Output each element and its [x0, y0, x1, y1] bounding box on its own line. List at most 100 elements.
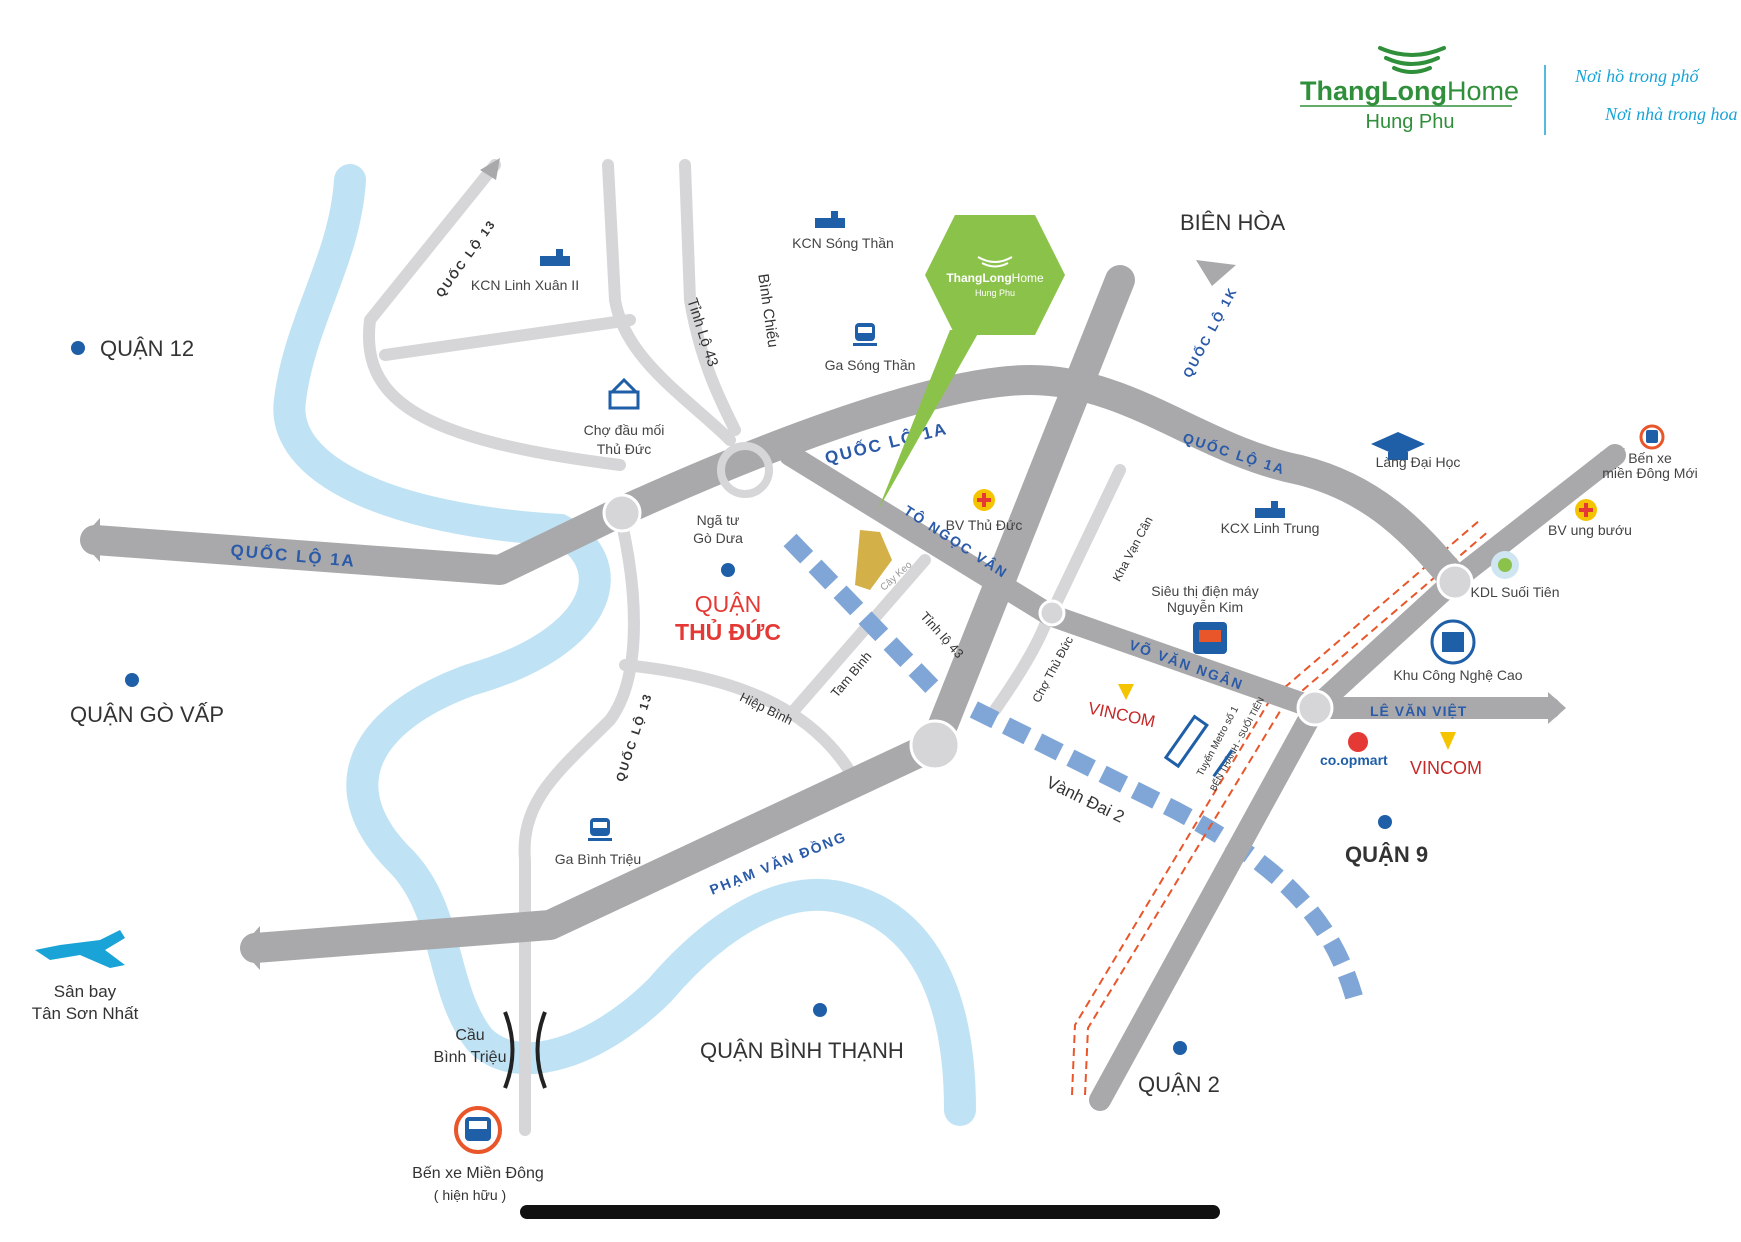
- road-kha-van-can: [1046, 464, 1126, 618]
- svg-text:Ngã tư: Ngã tư: [697, 512, 740, 528]
- district-quan-9: QUẬN 9: [1345, 815, 1428, 867]
- svg-text:VINCOM: VINCOM: [1410, 758, 1482, 778]
- svg-text:Bến xe: Bến xe: [1628, 450, 1672, 466]
- vincom-icon: [1440, 732, 1456, 750]
- svg-text:KCX Linh Trung: KCX Linh Trung: [1221, 520, 1320, 536]
- svg-text:( hiện hữu ): ( hiện hữu ): [434, 1187, 506, 1203]
- marker-pointer: [878, 330, 980, 510]
- poi-ga-binh-trieu: Ga Bình Triệu: [555, 818, 641, 867]
- park-icon: [1491, 551, 1519, 579]
- poi-cho-dau-moi: Chợ đầu mối Thủ Đức: [584, 377, 665, 457]
- marker-hexagon: [925, 215, 1065, 335]
- poi-kcn-song-than: KCN Sóng Thần: [792, 211, 894, 251]
- svg-text:Khu Công Nghệ Cao: Khu Công Nghệ Cao: [1393, 667, 1522, 683]
- arrow-ne: [1600, 448, 1625, 468]
- train-icon: [853, 323, 877, 346]
- poi-kcx-linh-trung: KCX Linh Trung: [1221, 501, 1320, 536]
- label-binh-chieu: Bình Chiểu: [754, 273, 781, 349]
- svg-text:BV Thủ Đức: BV Thủ Đức: [946, 517, 1023, 533]
- road-ql13-north: [363, 159, 626, 471]
- brand-slogan-2: Nơi nhà trong hoa: [1604, 104, 1737, 124]
- poi-cau-binh-trieu: Cầu Bình Triệu: [434, 1011, 547, 1089]
- poi-sieu-thi-nguyen-kim: Siêu thị điện máy Nguyễn Kim: [1151, 583, 1259, 654]
- airplane-icon: [35, 930, 125, 968]
- road-tinh-lo-43-north: [602, 159, 736, 446]
- poi-nga-tu-go-dua: Ngã tư Gò Dưa: [693, 512, 743, 546]
- poi-vincom-2: VINCOM: [1410, 732, 1482, 778]
- secondary-roads: [363, 159, 1126, 1136]
- svg-text:Bình Triệu: Bình Triệu: [434, 1049, 507, 1066]
- district-quan-thu-duc: QUẬN THỦ ĐỨC: [675, 563, 781, 645]
- svg-text:KCN Sóng Thần: KCN Sóng Thần: [792, 235, 894, 251]
- label-tinh-lo-43-north: Tỉnh Lộ 43: [683, 296, 721, 369]
- road-ql1a: [80, 365, 1470, 595]
- svg-text:Thủ Đức: Thủ Đức: [597, 441, 652, 457]
- poi-khu-cong-nghe-cao: Khu Công Nghệ Cao: [1393, 619, 1523, 683]
- district-quan-12: QUẬN 12: [71, 336, 194, 361]
- poi-ben-xe-mien-dong: Bến xe Miền Đông ( hiện hữu ): [412, 1106, 544, 1203]
- poi-vincom-1: VINCOM: [1086, 684, 1157, 732]
- svg-text:Siêu thị điện máy: Siêu thị điện máy: [1151, 583, 1258, 599]
- circuit-icon: [1430, 619, 1476, 665]
- label-le-van-viet: LÊ VĂN VIỆT: [1370, 702, 1467, 719]
- project-marker[interactable]: ThangLongHome Hung Phu: [878, 215, 1065, 510]
- road-tam-binh: [784, 554, 931, 721]
- bus-icon: [1639, 424, 1665, 450]
- node-ql13-ql1a: [602, 493, 642, 533]
- svg-text:VINCOM: VINCOM: [1086, 699, 1156, 732]
- arrow-west-ql1a: [80, 518, 100, 562]
- train-icon: [588, 818, 612, 841]
- svg-text:Gò Dưa: Gò Dưa: [693, 530, 743, 546]
- brand-leaf-icon: [1378, 46, 1446, 74]
- svg-text:QUẬN BÌNH THẠNH: QUẬN BÌNH THẠNH: [700, 1038, 904, 1063]
- marker-name: ThangLongHome: [946, 271, 1044, 285]
- node-kha-van-can: [1038, 599, 1066, 627]
- poi-kdl-suoi-tien: KDL Suối Tiên: [1471, 551, 1560, 600]
- svg-text:QUẬN 2: QUẬN 2: [1138, 1072, 1220, 1097]
- vincom-icon: [1118, 684, 1134, 700]
- brand-name: ThangLongHome: [1300, 76, 1519, 106]
- poi-coopmart: co.opmart: [1320, 732, 1388, 768]
- road-ql13-south: [518, 509, 640, 1136]
- main-roads: [80, 265, 1626, 1111]
- label-tinh-lo-43-south: Tỉnh lộ 43: [917, 609, 966, 661]
- road-to-bien-hoa-east: [1089, 444, 1626, 1111]
- node-le-van-viet: [1296, 689, 1334, 727]
- arrow-west-pvd: [240, 926, 260, 970]
- svg-text:BV ung bướu: BV ung bướu: [1548, 522, 1632, 538]
- arrow-bien-hoa: [1196, 260, 1236, 286]
- svg-text:miền Đông Mới: miền Đông Mới: [1602, 465, 1698, 481]
- brand-header: ThangLongHome Hung Phu Nơi hồ trong phố …: [1300, 46, 1737, 135]
- svg-text:QUẬN: QUẬN: [695, 591, 761, 617]
- arrow-le-van-viet: [1548, 692, 1566, 724]
- factory-icon: [1255, 501, 1285, 518]
- metro-train-icon: [1163, 714, 1234, 778]
- poi-san-bay: Sân bay Tân Sơn Nhất: [32, 930, 139, 1023]
- marker-logo-icon: [977, 256, 1013, 268]
- poi-lang-dai-hoc: Làng Đại Học: [1371, 432, 1460, 470]
- svg-text:QUẬN 12: QUẬN 12: [100, 336, 194, 361]
- node-suoi-tien: [1436, 563, 1474, 601]
- svg-text:KCN Linh Xuân II: KCN Linh Xuân II: [471, 277, 579, 293]
- svg-text:KDL Suối Tiên: KDL Suối Tiên: [1471, 584, 1560, 600]
- district-quan-binh-thanh: QUẬN BÌNH THẠNH: [700, 1003, 904, 1063]
- label-ql1k: QUỐC LỘ 1K: [1180, 284, 1241, 380]
- svg-text:Nguyễn Kim: Nguyễn Kim: [1167, 599, 1243, 615]
- svg-text:Sân bay: Sân bay: [54, 982, 117, 1001]
- svg-text:QUẬN 9: QUẬN 9: [1345, 842, 1428, 867]
- destination-bien-hoa: BIÊN HÒA: [1180, 210, 1285, 235]
- svg-text:Chợ đầu mối: Chợ đầu mối: [584, 422, 665, 438]
- coopmart-icon: [1348, 732, 1368, 752]
- hospital-icon: [1575, 499, 1597, 521]
- district-quan-go-vap: QUẬN GÒ VẤP: [70, 673, 224, 727]
- road-binh-chieu: [679, 159, 741, 436]
- svg-text:Tân Sơn Nhất: Tân Sơn Nhất: [32, 1004, 139, 1023]
- poi-kcn-linh-xuan: KCN Linh Xuân II: [471, 249, 579, 293]
- bus-icon: [454, 1106, 502, 1154]
- svg-text:Ga Sóng Thần: Ga Sóng Thần: [825, 357, 916, 373]
- hospital-icon: [973, 489, 995, 511]
- svg-text:Làng Đại Học: Làng Đại Học: [1376, 454, 1461, 470]
- svg-text:Ga Bình Triệu: Ga Bình Triệu: [555, 851, 641, 867]
- home-indicator[interactable]: [520, 1205, 1220, 1219]
